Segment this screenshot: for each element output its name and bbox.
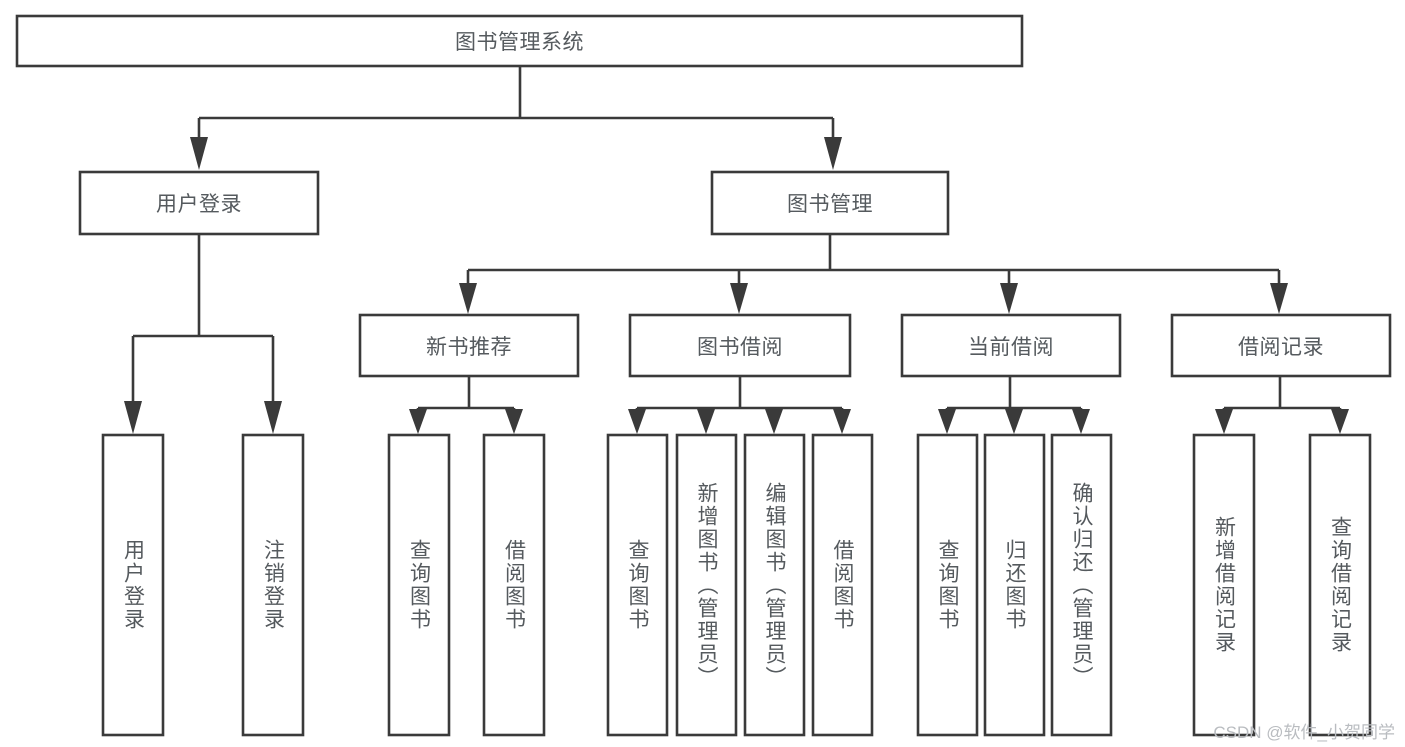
leaf-box-borrow-book-2[interactable]: [811, 433, 874, 737]
node-borrow-record[interactable]: [1170, 313, 1392, 378]
leaf-box-confirm-return[interactable]: [1050, 433, 1113, 737]
leaf-box-user-login[interactable]: [101, 433, 165, 737]
leaf-box-return-book[interactable]: [983, 433, 1046, 737]
leaf-box-edit-book[interactable]: [743, 433, 806, 737]
leaf-box-user-logout[interactable]: [241, 433, 305, 737]
node-current-borrow[interactable]: [900, 313, 1122, 378]
connector-borrowrecord-to-leaves: [1215, 376, 1349, 434]
node-book-borrow[interactable]: [628, 313, 852, 378]
connector-bookmanage-to-level2: [459, 234, 1288, 314]
node-user-login[interactable]: [78, 170, 320, 236]
leaf-box-query-book-1[interactable]: [387, 433, 451, 737]
connector-newbook-to-leaves: [409, 376, 523, 434]
node-new-book-recommend[interactable]: [358, 313, 580, 378]
connector-userlogin-to-leaves: [124, 234, 282, 434]
connector-currentborrow-to-leaves: [938, 376, 1090, 434]
node-root[interactable]: [15, 14, 1024, 68]
leaf-box-add-book[interactable]: [675, 433, 738, 737]
leaf-box-query-record[interactable]: [1308, 433, 1372, 737]
leaf-box-add-record[interactable]: [1192, 433, 1256, 737]
leaf-box-borrow-book-1[interactable]: [482, 433, 546, 737]
connector-bookborrow-to-leaves: [628, 376, 851, 434]
leaf-box-query-book-3[interactable]: [916, 433, 979, 737]
connector-root-to-level1: [190, 66, 842, 170]
node-book-manage[interactable]: [710, 170, 950, 236]
leaf-box-query-book-2[interactable]: [606, 433, 669, 737]
